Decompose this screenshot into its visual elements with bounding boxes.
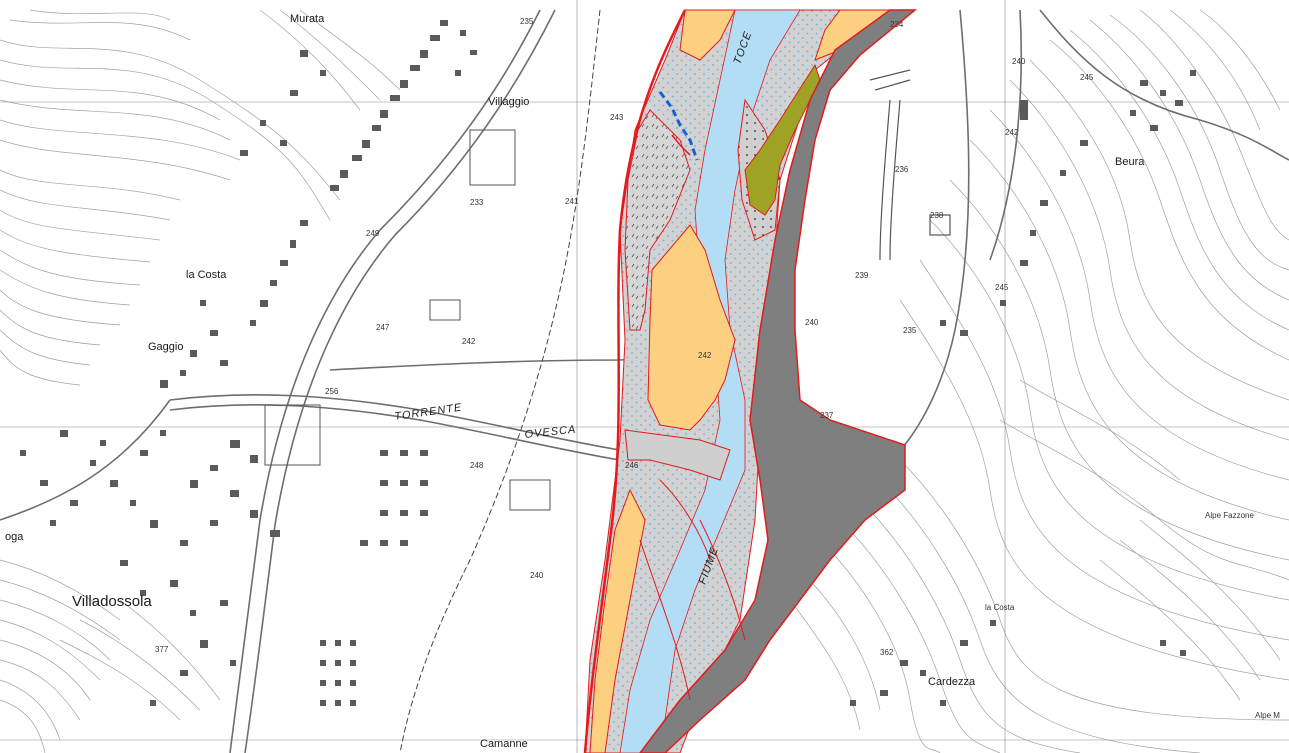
elevation-label: 377 bbox=[155, 645, 169, 654]
buildings-east bbox=[850, 70, 1196, 706]
elevation-label: 248 bbox=[470, 461, 484, 470]
elevation-label: 241 bbox=[565, 197, 579, 206]
label-gaggio: Gaggio bbox=[148, 341, 183, 353]
elevation-label: 256 bbox=[325, 387, 339, 396]
elevation-label: 240 bbox=[805, 318, 819, 327]
elevation-label: 239 bbox=[855, 271, 869, 280]
elevation-label: 235 bbox=[520, 17, 534, 26]
label-oga: oga bbox=[5, 531, 24, 543]
zone-hatch-north bbox=[624, 109, 691, 331]
red-small-line bbox=[671, 134, 691, 156]
zone-gray-mid bbox=[624, 429, 731, 481]
label-camanne: Camanne bbox=[480, 738, 528, 750]
elevation-label: 233 bbox=[470, 198, 484, 207]
elevation-labels: 235 243 241 233 249 247 242 242 240 237 … bbox=[155, 17, 1094, 657]
zone-orange-top bbox=[679, 9, 736, 61]
elevation-label: 237 bbox=[820, 411, 834, 420]
zone-gray-large bbox=[639, 9, 918, 753]
label-la-costa-west: la Costa bbox=[186, 269, 227, 281]
elevation-label: 234 bbox=[890, 20, 904, 29]
zone-inner-lines bbox=[639, 479, 746, 701]
elevation-label: 362 bbox=[880, 648, 894, 657]
label-cardezza: Cardezza bbox=[928, 676, 976, 688]
label-alpe-fazzone: Alpe Fazzone bbox=[1205, 511, 1254, 520]
elevation-label: 236 bbox=[895, 165, 909, 174]
elevation-label: 242 bbox=[1005, 128, 1019, 137]
label-beura: Beura bbox=[1115, 156, 1145, 168]
elevation-label: 245 bbox=[1080, 73, 1094, 82]
label-alpe-m: Alpe M bbox=[1255, 711, 1280, 720]
label-ovesca: OVESCA bbox=[524, 424, 577, 441]
zone-orange-west-strip bbox=[589, 488, 646, 753]
label-la-costa-east: la Costa bbox=[985, 603, 1015, 612]
zone-outer-boundary bbox=[583, 9, 687, 753]
label-murata: Murata bbox=[290, 13, 325, 25]
dashed-blue-line bbox=[658, 91, 699, 161]
railway bbox=[399, 9, 601, 753]
elevation-label: 240 bbox=[530, 571, 544, 580]
industrial-blocks bbox=[264, 129, 551, 511]
elevation-label: 235 bbox=[903, 326, 917, 335]
elevation-label: 240 bbox=[1012, 57, 1026, 66]
elevation-label: 245 bbox=[995, 283, 1009, 292]
zone-orange-center bbox=[647, 224, 736, 431]
roads bbox=[0, 9, 1289, 753]
elevation-label: 243 bbox=[610, 113, 624, 122]
elevation-label: 249 bbox=[366, 229, 380, 238]
elevation-label: 242 bbox=[698, 351, 712, 360]
contours-west bbox=[0, 9, 401, 753]
elevation-label: 246 bbox=[625, 461, 639, 470]
label-villadossola: Villadossola bbox=[72, 593, 152, 610]
label-villaggio: Villaggio bbox=[488, 96, 529, 108]
airstrip bbox=[869, 69, 951, 261]
hazard-zones bbox=[583, 9, 918, 753]
buildings-west bbox=[20, 20, 477, 706]
elevation-label: 247 bbox=[376, 323, 390, 332]
zone-olive bbox=[744, 63, 821, 216]
elevation-label: 242 bbox=[462, 337, 476, 346]
elevation-label: 238 bbox=[930, 211, 944, 220]
